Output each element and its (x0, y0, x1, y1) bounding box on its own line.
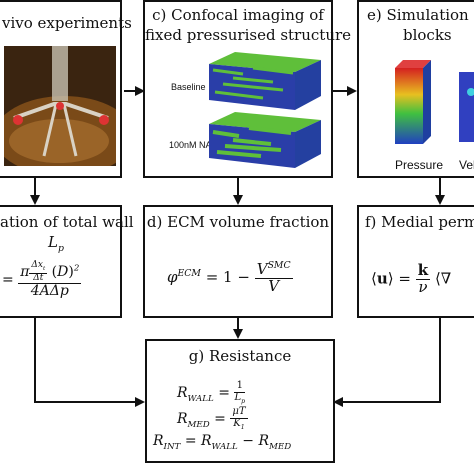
box-simulation-title-1: e) Simulation of (367, 6, 474, 24)
label-pressure: Pressure (395, 158, 444, 172)
box-confocal-title-2: fixed pressurised structure (145, 26, 352, 44)
label-baseline: Baseline (171, 82, 206, 92)
label-100nm-na: 100nM NA (169, 140, 212, 150)
box-medial-perm-title: f) Medial perm (365, 213, 474, 231)
box-resistance-title: g) Resistance (188, 347, 292, 365)
box-experiments-title: vivo experiments (2, 14, 132, 32)
box-ecm-title: d) ECM volume fraction (146, 213, 330, 231)
box-confocal-title-1: c) Confocal imaging of (152, 6, 324, 24)
equation-r-int: RINT = RWALL − RMED (153, 433, 292, 452)
experiment-photo (4, 46, 116, 166)
box-simulation-title-2: blocks (403, 26, 452, 44)
label-velocity: Vela (459, 158, 474, 172)
arrow-f-to-g (333, 318, 441, 407)
confocal-blocks (209, 52, 321, 168)
box-total-wall-title-1: ation of total wall (0, 213, 134, 231)
box-experiments: vivo experiments (0, 0, 132, 178)
arrow-b-to-g (34, 318, 145, 407)
simulation-blocks (395, 60, 474, 144)
box-confocal: c) Confocal imaging of fixed pressurised… (143, 0, 352, 178)
box-total-wall-lp: Lp (48, 233, 64, 254)
box-simulation: e) Simulation of blocks Pressure Vela (357, 0, 474, 178)
